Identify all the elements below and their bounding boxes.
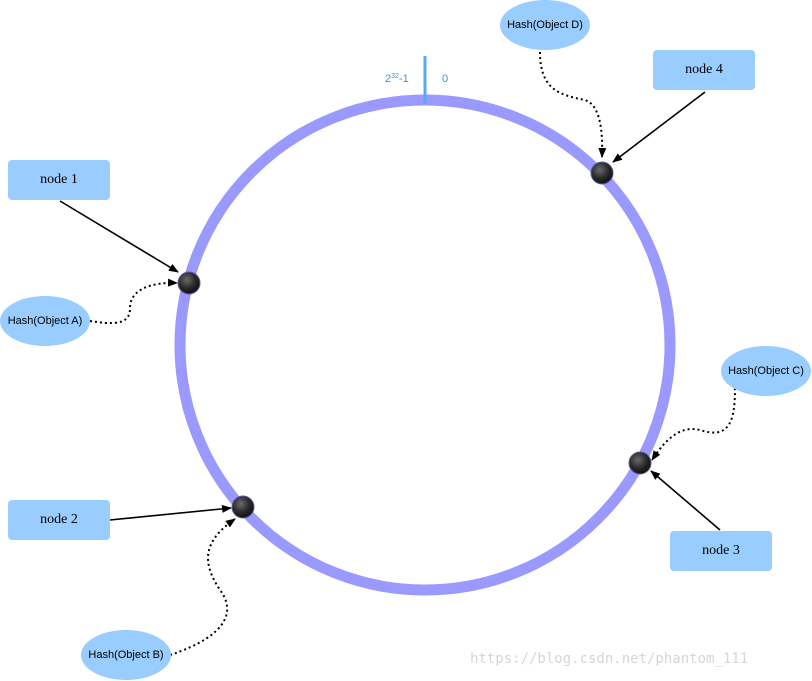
dotted-arrow-object-b (169, 518, 236, 656)
ring-max-exponent: 32 (391, 73, 399, 80)
arrow-node2 (109, 504, 232, 521)
arrow-node4 (612, 91, 706, 163)
ring-zero-label: 0 (442, 73, 449, 85)
ring-max-label: 232-1 (385, 73, 409, 85)
node-2-box: node 2 (8, 500, 110, 540)
ring-point-node4 (590, 161, 614, 185)
ring-point-node2 (231, 495, 255, 519)
hash-object-c-ellipse: Hash(Object C) (721, 346, 811, 396)
node-4-box: node 4 (653, 50, 755, 90)
arrow-node3 (650, 470, 721, 531)
hash-object-d-ellipse: Hash(Object D) (500, 0, 590, 50)
node-1-box: node 1 (8, 160, 110, 200)
dotted-arrow-object-d (539, 51, 607, 158)
ring-max-suffix: -1 (398, 73, 409, 85)
ring-point-node1 (177, 271, 201, 295)
arrow-node1 (59, 200, 179, 273)
ring-max-base: 2 (385, 73, 392, 85)
hash-object-b-ellipse: Hash(Object B) (81, 630, 171, 680)
dotted-arrow-object-a (89, 278, 178, 325)
ring-point-node3 (628, 451, 652, 475)
hash-object-a-ellipse: Hash(Object A) (0, 296, 90, 346)
watermark: https://blog.csdn.net/phantom_111 (470, 651, 749, 667)
node-3-box: node 3 (670, 531, 772, 571)
